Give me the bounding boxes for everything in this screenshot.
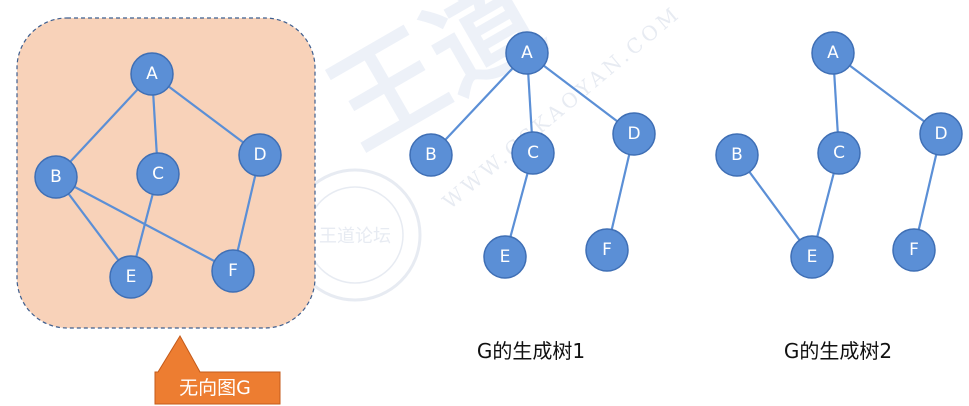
node-F-label: F (602, 240, 612, 260)
node-C (817, 131, 861, 175)
node-E-label: E (500, 247, 511, 267)
node-C-label: C (833, 143, 845, 163)
node-D (919, 112, 963, 156)
spanning-tree-2: A B C D E F (715, 31, 963, 279)
node-A-label: A (521, 43, 533, 63)
node-E-label: E (807, 247, 818, 267)
node-A (130, 52, 174, 96)
node-E (790, 235, 834, 279)
node-C-label: C (152, 164, 164, 184)
node-D (238, 133, 282, 177)
tree-2-caption: G的生成树2 (784, 339, 892, 363)
node-A (505, 31, 549, 75)
spanning-tree-1: A B C D E F (409, 31, 656, 279)
callout-box (154, 335, 281, 405)
node-F (211, 249, 255, 293)
node-C (136, 152, 180, 196)
edge-A-D (832, 52, 942, 135)
node-B (34, 155, 78, 199)
watermark-seal-text: 王道论坛 (319, 226, 391, 247)
tree-1-caption: G的生成树1 (477, 339, 585, 363)
node-D (612, 112, 656, 156)
node-D-label: D (934, 124, 947, 144)
node-F-label: F (228, 261, 238, 281)
graph-g: A B C D E F (34, 52, 282, 299)
node-B (715, 133, 759, 177)
node-F (892, 228, 936, 272)
callout-label: 无向图G (179, 377, 251, 399)
node-D-label: D (627, 124, 640, 144)
node-E (483, 235, 527, 279)
node-A-label: A (146, 64, 158, 84)
node-B-label: B (425, 145, 437, 165)
edge-A-D (526, 52, 635, 135)
node-E-label: E (126, 267, 137, 287)
edge-A-B (430, 52, 528, 156)
node-D-label: D (253, 145, 266, 165)
node-B-label: B (50, 167, 62, 187)
node-B-label: B (731, 145, 743, 165)
node-F-label: F (909, 240, 919, 260)
edge-A-D (151, 73, 261, 156)
node-A-label: A (827, 43, 839, 63)
node-A (811, 31, 855, 75)
node-C (511, 131, 555, 175)
node-C-label: C (527, 143, 539, 163)
edge-A-B (55, 73, 153, 178)
node-B (409, 133, 453, 177)
node-E (109, 255, 153, 299)
node-F (585, 228, 629, 272)
